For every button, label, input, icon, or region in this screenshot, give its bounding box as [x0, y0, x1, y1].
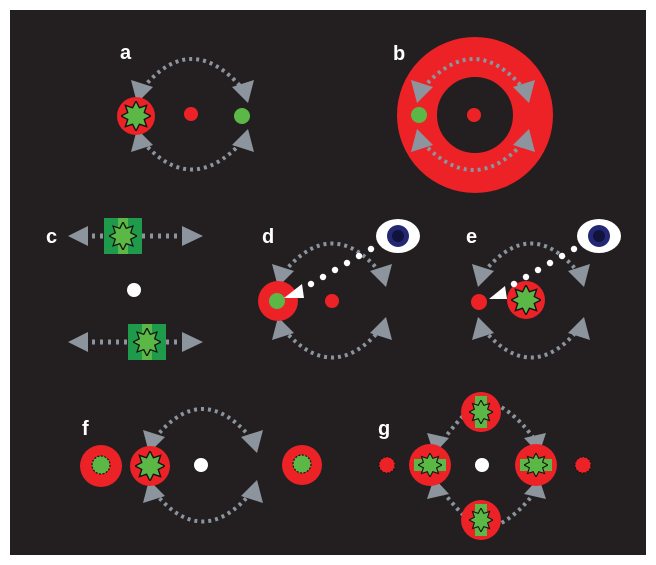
- panel-d-gaze-dot: [307, 280, 315, 288]
- panel-g-white-dot: [475, 458, 489, 472]
- panel-b-red-dot: [467, 108, 481, 122]
- panel-d-gaze-dot: [355, 252, 363, 260]
- panel-a-arrow-bottom-right: [232, 129, 254, 152]
- panel-e-gaze-arrowhead: [489, 286, 507, 299]
- panel-c: c: [46, 218, 203, 360]
- panel-a-star-icon: [121, 101, 151, 131]
- panel-b-arrow-top-right: [513, 80, 535, 103]
- panel-a-green-dot: [234, 108, 250, 124]
- panel-e-arrow-top-right: [568, 264, 590, 287]
- panel-d-gaze-dot: [319, 273, 327, 281]
- panel-g-bottom-arc-right: [481, 490, 537, 532]
- panel-d-arrow-top-right: [370, 264, 392, 287]
- panel-e-red-dot: [471, 294, 487, 310]
- panel-g-small-right-sphere: [574, 456, 592, 474]
- panel-c-top-arrow-left: [68, 226, 88, 246]
- panel-a: a: [117, 42, 254, 172]
- panel-d-label: d: [262, 226, 274, 248]
- panel-c-top-arrow-right: [182, 226, 203, 246]
- panel-f-label: f: [82, 418, 89, 440]
- panel-e-gaze-dot: [522, 273, 530, 281]
- panel-a-label: a: [120, 42, 132, 64]
- panel-d-arrow-bottom-left: [272, 317, 294, 340]
- panel-e: e: [466, 219, 621, 360]
- panel-e-arrow-top-left: [472, 264, 494, 287]
- panel-b-top-arc: [421, 57, 525, 90]
- panel-e-arrow-bottom-right: [568, 317, 590, 340]
- panel-g-left-star-icon: [418, 453, 442, 477]
- panel-e-gaze-dot: [570, 245, 578, 253]
- panel-d-gaze-dot: [367, 245, 375, 253]
- panel-g-bottom-star-icon: [469, 508, 493, 532]
- panel-d-red-dot: [325, 294, 339, 308]
- panel-c-bottom-arrow-left: [68, 332, 88, 352]
- panel-c-bottom-arrow-right: [182, 332, 203, 352]
- panel-c-white-dot: [127, 283, 141, 297]
- panel-a-arrow-top-right: [232, 80, 254, 103]
- panel-g-top-star-icon: [469, 400, 493, 424]
- panel-b-green-dot: [411, 107, 427, 123]
- panel-g: g: [378, 392, 592, 540]
- panel-d-arrow-bottom-right: [370, 317, 392, 340]
- panel-f-top-arc: [153, 407, 253, 440]
- panel-f-white-dot: [194, 458, 208, 472]
- panel-b-label: b: [393, 43, 405, 65]
- panel-c-label: c: [46, 226, 57, 248]
- panel-e-star-icon: [511, 285, 541, 315]
- panel-d-eye-pupil: [392, 230, 404, 242]
- panel-f: f: [80, 407, 322, 524]
- panel-d-green-dot: [269, 293, 285, 309]
- panel-d-gaze-dot: [343, 259, 351, 267]
- panel-g-right-star-icon: [524, 453, 548, 477]
- panel-e-gaze-dot: [546, 259, 554, 267]
- panel-g-small-left-sphere: [378, 456, 396, 474]
- panel-b-arrow-top-left: [411, 80, 433, 103]
- panel-e-gaze-dot: [534, 266, 542, 274]
- panel-e-bottom-arc: [482, 328, 580, 360]
- panel-e-top-arc: [482, 241, 580, 274]
- panel-f-arrow-bottom-right: [241, 480, 263, 503]
- panel-d-gaze-dot: [331, 266, 339, 274]
- panel-f-arrow-top-right: [241, 430, 263, 453]
- panel-c-top-star-icon: [109, 222, 137, 250]
- panel-f-star-icon: [135, 451, 165, 481]
- panel-e-label: e: [466, 226, 477, 248]
- panel-d: d: [258, 219, 420, 360]
- panel-g-top-arc-right: [481, 398, 537, 442]
- panel-a-bottom-arc: [141, 140, 244, 172]
- panel-g-label: g: [378, 418, 390, 440]
- panel-d-gaze-arrowhead: [284, 284, 304, 298]
- panel-a-red-dot: [184, 107, 198, 121]
- panel-f-left-green-sphere: [91, 455, 111, 475]
- panel-f-bottom-arc: [153, 491, 253, 524]
- panel-e-gaze-dot: [510, 280, 518, 288]
- panel-a-top-arc: [141, 57, 244, 90]
- panel-b: b: [393, 37, 553, 193]
- panel-e-gaze-dot: [558, 252, 566, 260]
- panel-e-eye-pupil: [593, 230, 605, 242]
- panel-b-bottom-arc: [421, 141, 525, 172]
- panel-b-arrow-bottom-left: [411, 129, 433, 152]
- panel-d-bottom-arc: [282, 328, 382, 360]
- panel-c-bottom-star-icon: [133, 328, 161, 356]
- panel-d-top-arc: [282, 241, 382, 274]
- panel-e-arrow-bottom-left: [472, 317, 494, 340]
- panel-f-right-green-sphere: [292, 454, 312, 474]
- panel-b-arrow-bottom-right: [513, 129, 535, 152]
